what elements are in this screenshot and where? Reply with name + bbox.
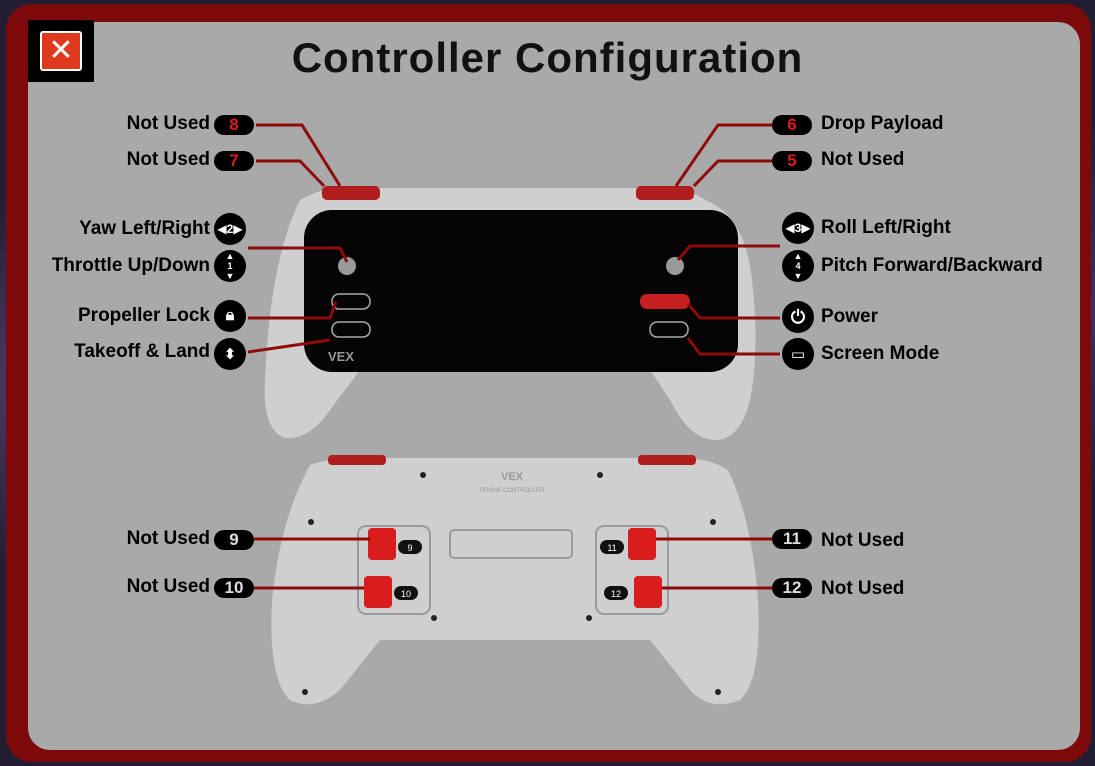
badge-6: 6 xyxy=(772,115,812,135)
axis-2-horizontal-icon: ◀2▶ xyxy=(214,213,246,245)
label-button-7: Not Used xyxy=(126,149,210,170)
badge-11: 11 xyxy=(772,529,812,549)
label-button-6: Drop Payload xyxy=(821,113,944,134)
axis-1-number: 1 xyxy=(227,261,233,271)
paddle-label-12: 12 xyxy=(611,589,621,599)
x-close-icon: ✕ xyxy=(40,31,82,71)
label-button-9: Not Used xyxy=(126,528,210,549)
badge-10: 10 xyxy=(214,578,254,598)
front-brand-text: VEX xyxy=(328,349,354,364)
lock-icon: 🔒︎ xyxy=(214,300,246,332)
close-button[interactable]: ✕ xyxy=(28,20,94,82)
label-propeller-lock: Propeller Lock xyxy=(78,305,210,326)
label-yaw: Yaw Left/Right xyxy=(79,218,210,239)
label-button-10: Not Used xyxy=(126,576,210,597)
paddle-label-10: 10 xyxy=(401,589,411,599)
axis-3-number: 3 xyxy=(794,221,802,235)
dialog-frame xyxy=(6,4,1091,762)
back-brand-text: VEX xyxy=(501,471,524,483)
label-takeoff-land: Takeoff & Land xyxy=(74,341,210,362)
badge-9: 9 xyxy=(214,530,254,550)
badge-7: 7 xyxy=(214,151,254,171)
label-roll: Roll Left/Right xyxy=(821,217,951,238)
paddle-label-9: 9 xyxy=(407,543,412,553)
back-model-text: DRONE CONTROLLER xyxy=(480,488,545,494)
label-button-8: Not Used xyxy=(126,113,210,134)
label-button-11: Not Used xyxy=(821,530,905,551)
label-throttle: Throttle Up/Down xyxy=(51,255,210,276)
back-controller: 9 10 11 12 VEX DRONE CONTROLLER xyxy=(271,455,759,705)
label-screen-mode: Screen Mode xyxy=(821,343,940,364)
axis-3-horizontal-icon: ◀3▶ xyxy=(782,212,814,244)
page-title: Controller Configuration xyxy=(291,34,804,81)
label-button-5: Not Used xyxy=(821,149,905,170)
badge-5: 5 xyxy=(772,151,812,171)
takeoff-land-icon: ⬍ xyxy=(214,338,246,370)
label-button-12: Not Used xyxy=(821,578,905,599)
power-icon: ⏻ xyxy=(782,301,814,333)
label-power: Power xyxy=(821,306,879,327)
screen-mode-icon: ▭ xyxy=(782,338,814,370)
axis-4-vertical-icon: ▲4▼ xyxy=(782,250,814,282)
paddle-label-11: 11 xyxy=(607,543,616,553)
axis-4-number: 4 xyxy=(795,261,801,271)
badge-8: 8 xyxy=(214,115,254,135)
label-pitch: Pitch Forward/Backward xyxy=(821,255,1043,276)
axis-1-vertical-icon: ▲1▼ xyxy=(214,250,246,282)
callout-lines xyxy=(247,123,780,590)
front-controller: VEX xyxy=(264,186,756,440)
axis-2-number: 2 xyxy=(226,222,234,236)
badge-12: 12 xyxy=(772,578,812,598)
